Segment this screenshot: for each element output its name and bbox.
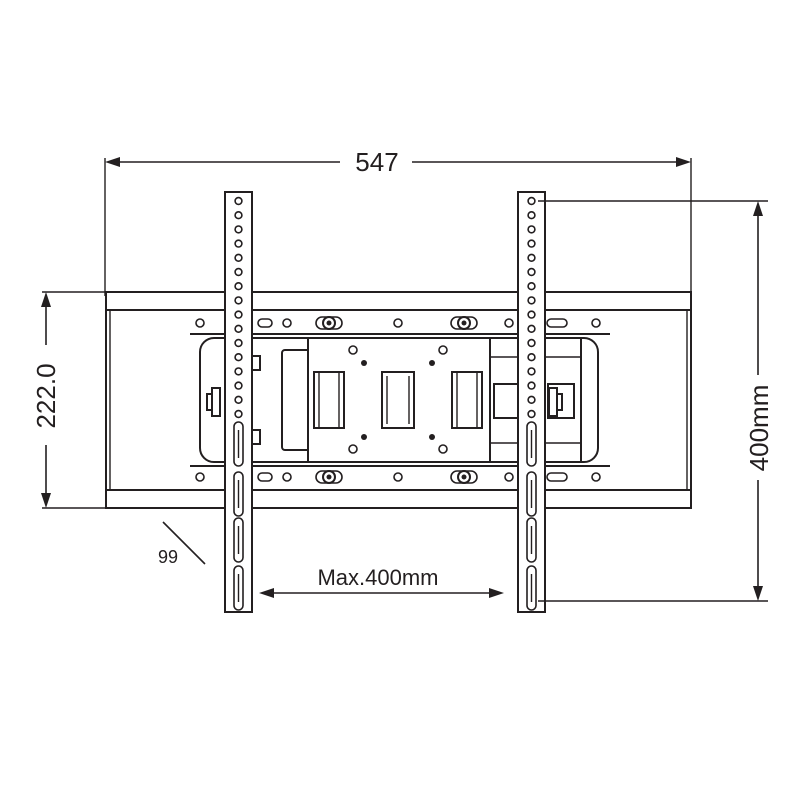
rail-hole	[527, 211, 536, 220]
rail-hole	[234, 324, 243, 333]
hinge-brackets	[313, 371, 483, 429]
rail-hole	[527, 196, 536, 206]
rail-hole	[234, 310, 243, 319]
rail-hole	[234, 253, 243, 262]
rail-hole	[527, 282, 536, 291]
left-vertical-rail	[224, 191, 253, 613]
rail-hole	[527, 353, 536, 362]
dimension-width: 547	[104, 147, 692, 296]
rail-hole	[527, 253, 536, 262]
plate-holes-bottom	[195, 472, 601, 482]
rail-hole	[527, 338, 536, 348]
dimension-plate-height: 222.0	[31, 291, 106, 509]
rail-hole	[234, 353, 243, 362]
plate-holes-top	[195, 318, 601, 328]
rail-spacing-label: Max.400mm	[317, 565, 438, 590]
adjustment-knobs	[315, 316, 478, 484]
rail-hole	[527, 367, 536, 376]
plate-height-label: 222.0	[31, 363, 61, 428]
dimension-rail-spacing: Max.400mm	[259, 565, 504, 598]
rail-hole	[527, 296, 536, 305]
rail-hole	[527, 267, 536, 277]
width-label: 547	[355, 147, 398, 177]
rail-hole	[234, 409, 243, 419]
arm-mechanism	[199, 337, 599, 463]
rail-height-label: 400mm	[744, 385, 774, 472]
rail-hole	[234, 282, 243, 291]
rail-hole	[234, 395, 243, 404]
rail-hole	[234, 225, 243, 234]
rail-hole	[234, 367, 243, 376]
right-vertical-rail	[517, 191, 546, 613]
rail-hole	[527, 409, 536, 419]
wall-plate	[105, 291, 692, 509]
rail-hole	[234, 267, 243, 277]
depth-label: 99	[158, 547, 178, 567]
rail-hole	[527, 324, 536, 333]
rail-hole	[527, 381, 536, 390]
rail-hole	[234, 381, 243, 390]
rail-hole	[527, 310, 536, 319]
rail-hole	[527, 239, 536, 248]
dimension-depth: 99	[158, 521, 206, 567]
rail-hole	[234, 296, 243, 305]
rail-hole	[527, 225, 536, 234]
rail-hole	[234, 211, 243, 220]
rail-hole	[234, 196, 243, 206]
rail-hole	[234, 338, 243, 348]
rail-hole	[234, 239, 243, 248]
dimension-rail-height: 400mm	[538, 200, 774, 602]
rail-hole	[527, 395, 536, 404]
